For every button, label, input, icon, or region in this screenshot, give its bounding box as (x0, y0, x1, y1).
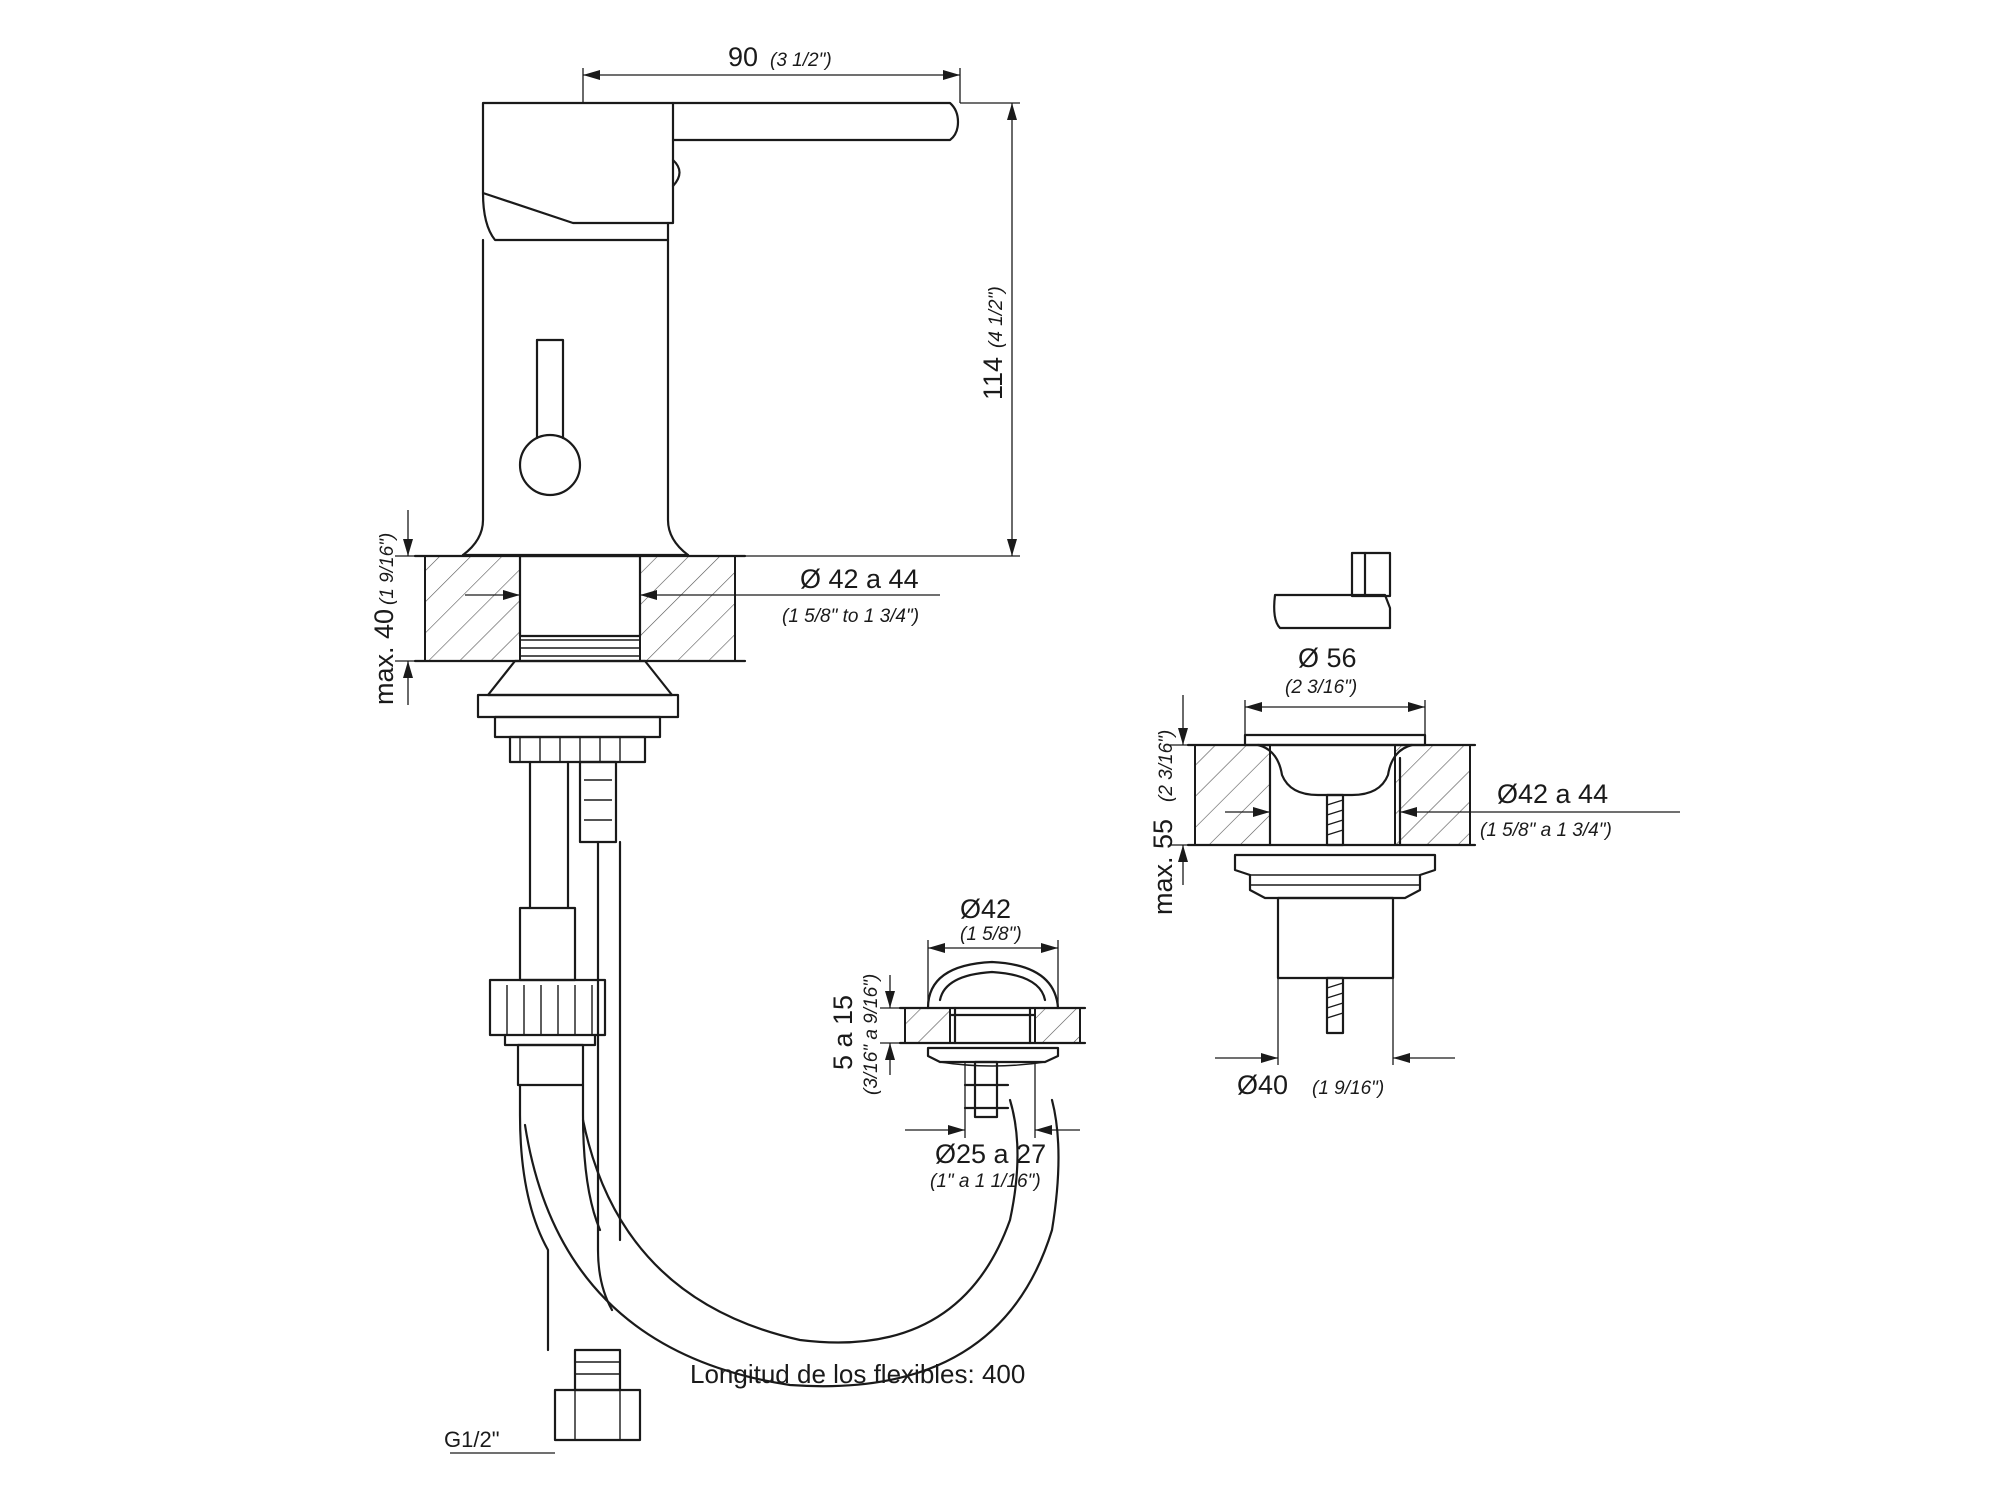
label-width-in: (3 1/2") (770, 50, 832, 71)
label-d40-in: (1 9/16") (1312, 1078, 1384, 1099)
countertop-section (413, 554, 747, 663)
label-g12: G1/2" (444, 1427, 500, 1452)
mounting-nut (476, 659, 680, 764)
dimension-lines-faucet (395, 68, 1020, 705)
label-d42-in: (1 5/8") (960, 924, 1022, 945)
dimension-lines-drain (1170, 695, 1680, 1065)
faucet-body (461, 101, 960, 557)
supply-hoses (488, 760, 1060, 1442)
label-max55-in: (2 3/16") (1156, 730, 1177, 802)
drain-cap-part (1273, 551, 1392, 630)
label-d42: Ø42 (960, 894, 1011, 924)
dimension-lines-fitting (880, 940, 1080, 1138)
label-flex-length: Longitud de los flexibles: 400 (690, 1359, 1025, 1389)
label-5a15: 5 a 15 (828, 995, 858, 1070)
label-d40: Ø40 (1237, 1070, 1288, 1100)
label-d56-in: (2 3/16") (1285, 677, 1357, 698)
label-5a15-in: (3/16" a 9/16") (861, 974, 882, 1095)
label-height-in: (4 1/2") (986, 286, 1007, 348)
label-max40: max. 40 (369, 609, 399, 705)
label-hole-drain-in: (1 5/8" a 1 3/4") (1480, 820, 1612, 841)
labels: 90 (3 1/2") 114 (4 1/2") max. 40 (1 9/16… (369, 42, 1612, 1452)
label-max40-in: (1 9/16") (377, 533, 398, 605)
label-height: 114 (978, 357, 1008, 400)
label-d25: Ø25 a 27 (935, 1139, 1046, 1169)
label-d56: Ø 56 (1298, 643, 1357, 673)
label-width: 90 (728, 42, 758, 72)
label-hole-drain: Ø42 a 44 (1497, 779, 1608, 809)
hose-guide-fitting (898, 960, 1087, 1119)
drain-basin-section (1186, 733, 1477, 1035)
label-hole-tap: Ø 42 a 44 (800, 564, 919, 594)
label-d25-in: (1" a 1 1/16") (930, 1171, 1041, 1192)
label-hole-tap-in: (1 5/8" to 1 3/4") (782, 606, 919, 627)
label-max55: max. 55 (1148, 819, 1178, 915)
